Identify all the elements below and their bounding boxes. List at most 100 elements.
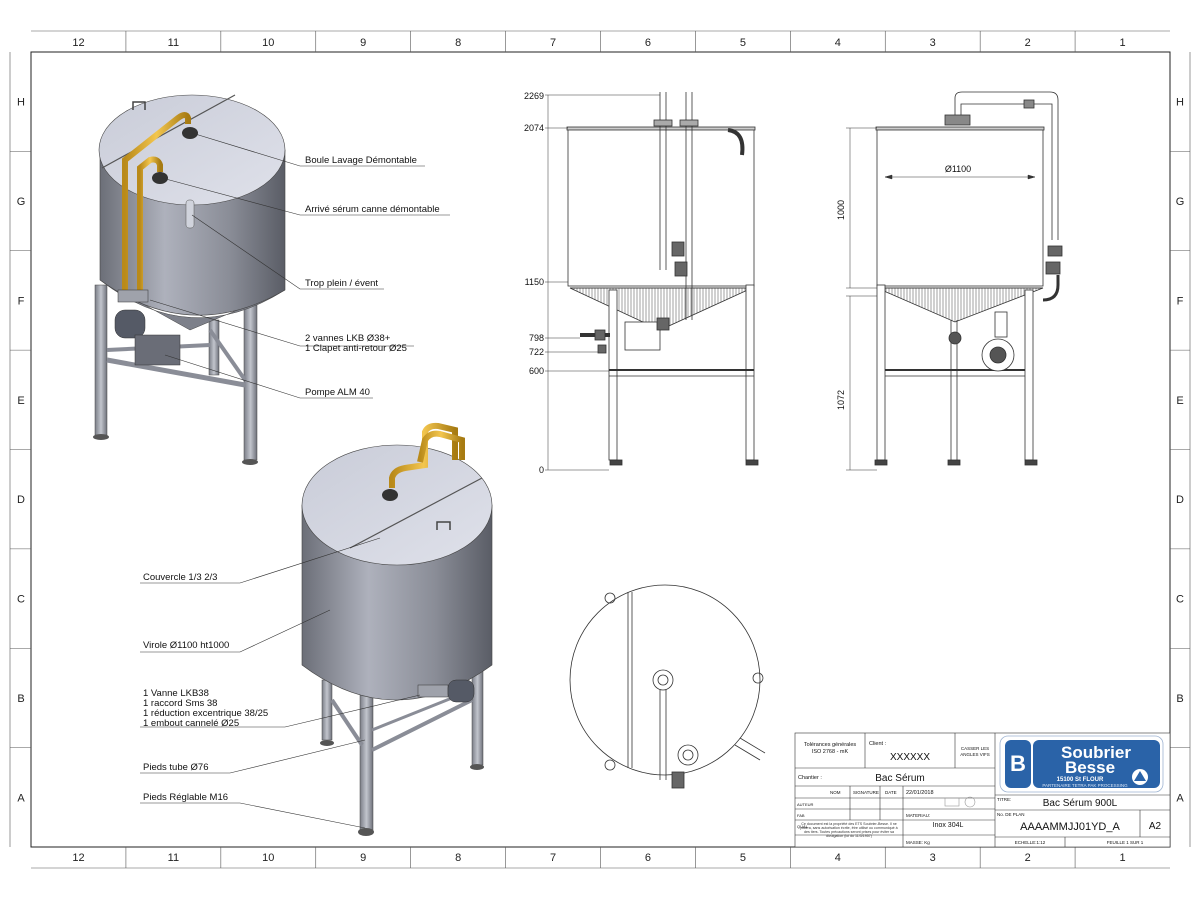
logo-line-3: 15100 St FLOUR bbox=[1057, 777, 1104, 783]
front-dimension-texts: 2269 2074 1150 798 722 600 0 bbox=[524, 91, 544, 475]
dim-2269: 2269 bbox=[524, 91, 544, 101]
adjustable-foot bbox=[358, 828, 374, 836]
col-date: DATE bbox=[885, 790, 897, 795]
company-logo: B Soubrier Besse 15100 St FLOUR PARTENAI… bbox=[999, 735, 1164, 793]
row-label: H bbox=[1176, 97, 1184, 109]
logo-line-2: Besse bbox=[1065, 758, 1115, 777]
row-label: F bbox=[1177, 295, 1184, 307]
materiau-value: Inox 304L bbox=[933, 822, 964, 829]
leg-brace bbox=[106, 357, 246, 388]
row-auteur: AUTEUR bbox=[797, 802, 814, 807]
casser-line-1: CASSER LES bbox=[961, 746, 989, 751]
column-label: 9 bbox=[360, 37, 366, 49]
label-pieds-tube: Pieds tube Ø76 bbox=[143, 762, 209, 773]
client-label: Client : bbox=[869, 741, 887, 747]
column-label: 10 bbox=[262, 852, 274, 864]
logo-line-1: Soubrier bbox=[1061, 743, 1131, 762]
column-label: 5 bbox=[740, 852, 746, 864]
chantier-label: Chantier : bbox=[798, 775, 822, 781]
lid-split-line bbox=[349, 477, 483, 549]
dim-1072: 1072 bbox=[836, 390, 846, 410]
column-label: 7 bbox=[550, 37, 556, 49]
tolerances-line-2: ISO 2768 - mK bbox=[812, 749, 849, 755]
yellow-pipe bbox=[137, 156, 163, 295]
column-label: 3 bbox=[930, 852, 936, 864]
iso-view-top bbox=[93, 94, 286, 465]
paper-format: A2 bbox=[1149, 821, 1162, 832]
column-label: 8 bbox=[455, 852, 461, 864]
client-value: XXXXXX bbox=[890, 752, 930, 763]
whey-inlet bbox=[152, 172, 168, 184]
dim-2074: 2074 bbox=[524, 123, 544, 133]
svg-text:B: B bbox=[1010, 751, 1026, 776]
adjustable-foot bbox=[242, 459, 258, 465]
pump bbox=[447, 679, 475, 703]
adjustable-foot bbox=[470, 764, 484, 770]
logo-line-4: PARTENAIRE TETRA PAK PROCESSING bbox=[1042, 783, 1128, 788]
column-label: 7 bbox=[550, 852, 556, 864]
label-boule-lavage: Boule Lavage Démontable bbox=[305, 155, 417, 166]
callouts bbox=[140, 132, 450, 829]
drawing-frame bbox=[9, 30, 1191, 869]
chantier-value: Bac Sérum bbox=[875, 773, 924, 784]
leg-brace bbox=[371, 698, 473, 752]
materiau-label: MATERIAU: bbox=[906, 813, 930, 818]
tank-leg bbox=[208, 319, 220, 376]
col-nom: NOM bbox=[830, 790, 841, 795]
label-vanne-4: 1 embout cannelé Ø25 bbox=[143, 718, 239, 729]
top-plan-view bbox=[569, 584, 766, 789]
label-arrive-serum: Arrivé sérum canne démontable bbox=[305, 204, 440, 215]
plan-label: No. DE PLAN bbox=[997, 812, 1025, 817]
row-label: G bbox=[17, 196, 26, 208]
side-elevation-dimensions bbox=[846, 127, 1036, 471]
ownership-notice: Ce document est la propriété des ETS Sou… bbox=[800, 822, 898, 838]
column-label: 4 bbox=[835, 37, 841, 49]
ownership-notice-box: Ce document est la propriété des ETS Sou… bbox=[800, 822, 898, 838]
label-vanne-3: 1 réduction excentrique 38/25 bbox=[143, 708, 268, 719]
front-elevation-view bbox=[566, 92, 759, 466]
row-label: B bbox=[17, 693, 24, 705]
date-value: 22/01/2018 bbox=[906, 790, 934, 796]
column-label: 2 bbox=[1025, 852, 1031, 864]
label-trop-plein: Trop plein / évent bbox=[305, 278, 378, 289]
title-block-texts: Tolérances générales ISO 2768 - mK Clien… bbox=[797, 741, 1162, 845]
row-label: B bbox=[1176, 693, 1183, 705]
yellow-pipe bbox=[417, 430, 465, 463]
row-fab: FAB bbox=[797, 813, 805, 818]
label-vannes-1: 2 vannes LKB Ø38+ bbox=[305, 333, 391, 344]
dim-0: 0 bbox=[539, 465, 544, 475]
row-label: D bbox=[1176, 494, 1184, 506]
column-label: 8 bbox=[455, 37, 461, 49]
overflow-vent bbox=[185, 199, 195, 229]
col-signature: SIGNATURE bbox=[853, 790, 879, 795]
dim-798: 798 bbox=[529, 333, 544, 343]
titre-label: TITRE: bbox=[997, 797, 1011, 802]
dim-1000: 1000 bbox=[836, 200, 846, 220]
tank-leg bbox=[321, 679, 333, 741]
label-pompe: Pompe ALM 40 bbox=[305, 387, 370, 398]
titre-value: Bac Sérum 900L bbox=[1043, 798, 1118, 809]
column-label: 12 bbox=[72, 37, 84, 49]
pump-motor bbox=[134, 334, 181, 366]
row-label: F bbox=[18, 295, 25, 307]
column-label: 11 bbox=[168, 37, 179, 49]
masse-label: MASSE: Kg bbox=[906, 840, 930, 845]
column-label: 2 bbox=[1025, 37, 1031, 49]
leg-brace bbox=[208, 328, 247, 382]
row-label: D bbox=[17, 494, 25, 506]
column-label: 4 bbox=[835, 852, 841, 864]
cleaning-ball bbox=[182, 127, 198, 139]
lid-handle bbox=[132, 101, 146, 110]
tetra-pak-triangle-icon bbox=[1134, 771, 1146, 781]
yellow-pipe bbox=[122, 112, 191, 295]
dim-1150: 1150 bbox=[525, 277, 544, 287]
column-label: 3 bbox=[930, 37, 936, 49]
lid-handle bbox=[436, 521, 451, 530]
column-label: 6 bbox=[645, 852, 651, 864]
leg-brace bbox=[330, 698, 364, 747]
tolerances-line-1: Tolérances générales bbox=[804, 742, 857, 748]
